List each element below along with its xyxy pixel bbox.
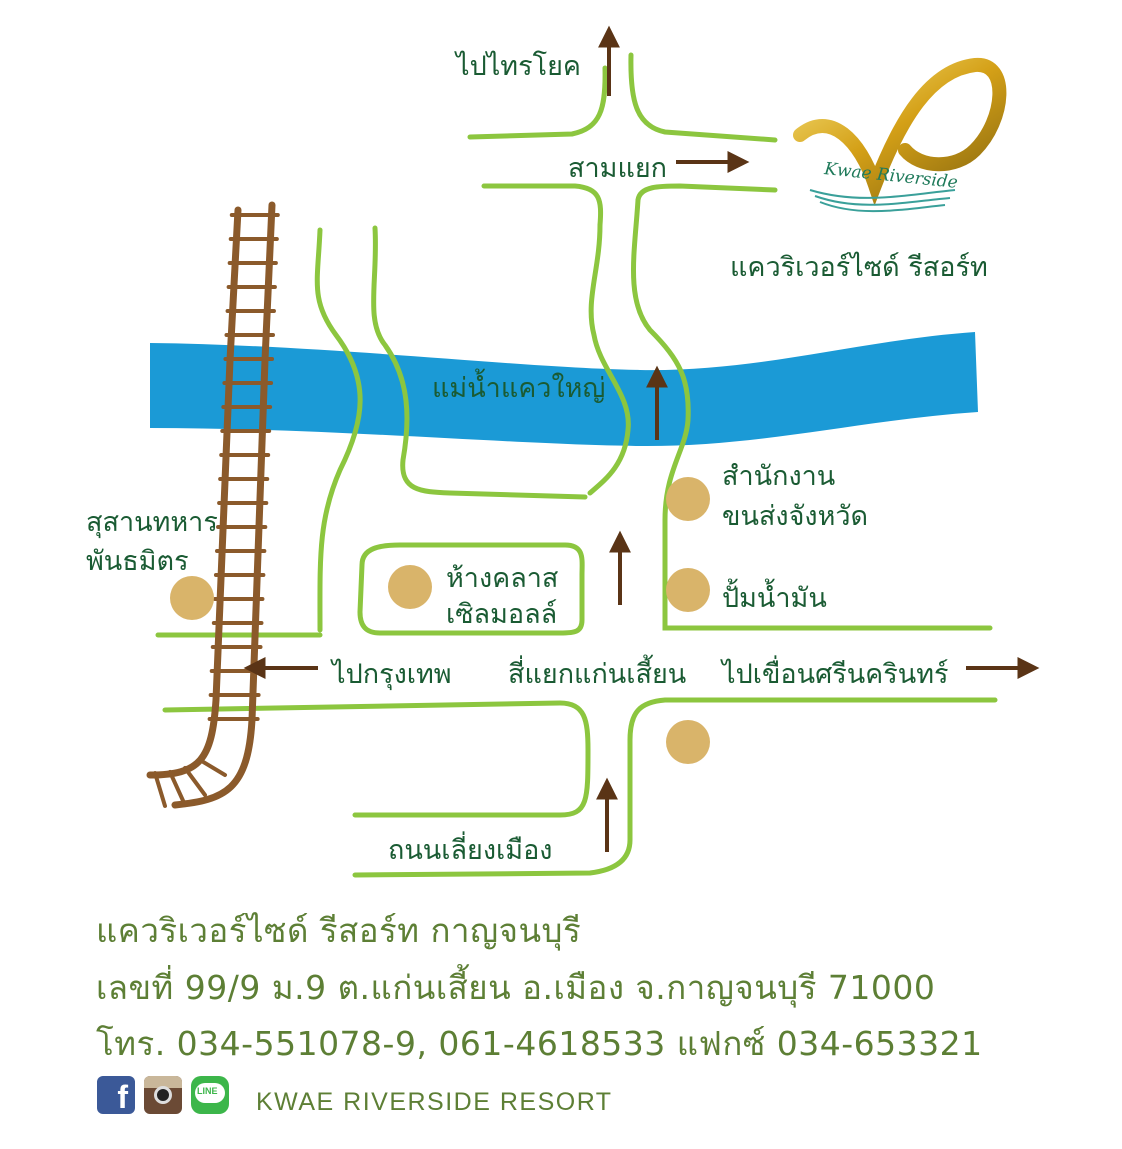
road-left-west	[314, 227, 363, 633]
label-bypass-road: ถนนเลี่ยงเมือง	[388, 835, 553, 866]
label-cemetery-1: สุสานทหาร	[86, 507, 218, 538]
direction-arrows	[243, 25, 1040, 852]
facebook-icon[interactable]: f	[97, 1076, 135, 1115]
road-left-east	[371, 225, 588, 500]
road-top-left-edge	[467, 65, 608, 140]
road-horizontal-lower	[162, 700, 591, 818]
landmarks	[170, 477, 710, 764]
label-resort-name: แควริเวอร์ไซด์ รีสอร์ท	[730, 252, 988, 283]
mall-block	[357, 542, 585, 636]
railway-tie	[168, 770, 187, 807]
landmark-transport-office	[666, 477, 710, 521]
line-glyph: LINE	[197, 1086, 218, 1096]
road-main-right	[631, 197, 691, 523]
facebook-glyph: f	[117, 1079, 128, 1115]
label-three-way: สามแยก	[568, 153, 668, 184]
label-to-bangkok: ไปกรุงเทพ	[332, 659, 452, 690]
railway-tie	[183, 766, 207, 797]
footer-resort-name: KWAE RIVERSIDE RESORT	[256, 1088, 613, 1116]
address-line-2: เลขที่ 99/9 ม.9 ต.แก่นเสี้ยน อ.เมือง จ.ก…	[96, 968, 936, 1007]
railway-tie	[198, 758, 227, 777]
landmark-junction-corner	[666, 720, 710, 764]
label-mall-1: ห้างคลาส	[446, 563, 559, 594]
road-top-right-edge	[628, 52, 778, 143]
label-transport-office-1: สำนักงาน	[722, 461, 836, 492]
label-mall-2: เซิลมอลล์	[446, 599, 558, 630]
label-to-saiyok: ไปไทรโยค	[456, 51, 581, 82]
address-line-1: แควริเวอร์ไซด์ รีสอร์ท กาญจนบุรี	[96, 911, 582, 950]
address-line-3: โทร. 034-551078-9, 061-4618533 แฟกซ์ 034…	[96, 1024, 983, 1063]
label-cemetery-2: พันธมิตร	[86, 546, 189, 577]
label-transport-office-2: ขนส่งจังหวัด	[722, 501, 869, 532]
road-three-way-lower	[481, 183, 604, 228]
roads	[155, 52, 998, 878]
road-main-left	[587, 222, 631, 496]
road-three-way-lower-right	[635, 183, 778, 203]
line-icon[interactable]: LINE	[191, 1076, 229, 1114]
label-gas-station: ปั้มน้ำมัน	[722, 583, 827, 614]
instagram-icon[interactable]	[144, 1076, 182, 1114]
label-to-srinagarind-dam: ไปเขื่อนศรีนครินทร์	[722, 659, 949, 690]
landmark-gas-station	[666, 568, 710, 612]
railway-tie	[153, 771, 167, 808]
road-horizontal-lower-right	[352, 697, 998, 878]
railway	[146, 201, 280, 809]
landmark-mall	[388, 565, 432, 609]
kwae-riverside-logo	[793, 58, 1007, 213]
road-horizontal-upper-right	[662, 517, 993, 631]
label-kaeng-sian-junction: สี่แยกแก่นเสี้ยน	[508, 659, 687, 690]
landmark-cemetery	[170, 576, 214, 620]
label-river: แม่น้ำแควใหญ่	[432, 373, 606, 404]
